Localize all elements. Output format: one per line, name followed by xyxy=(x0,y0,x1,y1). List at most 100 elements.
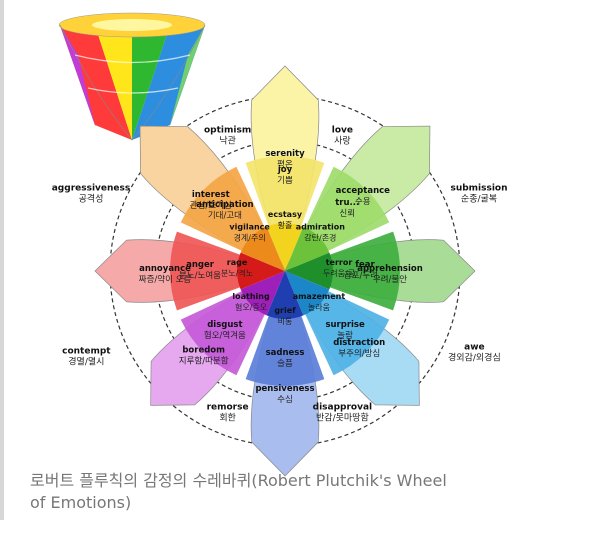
wheel-labels: serenity평온joy기쁨ecstasy황홀acceptance수용tru.… xyxy=(52,125,508,423)
label-core-green-en: terror xyxy=(326,258,353,267)
label-outer-cyan-en: distraction xyxy=(333,338,385,348)
petal-core-purple xyxy=(240,271,285,316)
label-mid-orange-en: anticipation xyxy=(196,200,253,210)
label-core-orange-en: vigilance xyxy=(229,223,270,232)
label-outer-red-en: annoyance xyxy=(139,264,191,274)
label-core-purple-ko: 혐오/증오 xyxy=(235,303,267,312)
label-mid-green: fear공포/두려... xyxy=(344,260,386,281)
dyad-label-love-ko: 사랑 xyxy=(334,134,351,146)
label-core-cyan: amazement 놀라움 xyxy=(293,292,346,312)
petal-yellow xyxy=(245,65,325,273)
label-core-green-ko: 두려움/공 xyxy=(323,268,355,278)
label-core-orange-ko: 경계/주의 xyxy=(234,233,266,243)
petal-lightgreen xyxy=(284,125,431,272)
label-mid-green-ko: 공포/두려... xyxy=(344,270,386,281)
petal-mid-cyan xyxy=(304,290,390,376)
label-mid-green-en: fear xyxy=(355,260,375,270)
label-mid-blue-en: sadness xyxy=(266,348,305,358)
label-core-blue-ko: 비통 xyxy=(278,317,293,326)
petal-core-lightgreen xyxy=(285,226,330,271)
dyad-label-awe-ko: 경외감/외경심 xyxy=(448,351,501,363)
caption-line-1: 로버트 플루칙의 감정의 수레바퀴(Robert Plutchik's Whee… xyxy=(30,471,447,490)
left-edge-divider xyxy=(0,0,4,520)
label-mid-red-ko: 분노/노여움 xyxy=(179,270,221,281)
label-mid-lightgreen-ko: 신뢰 xyxy=(339,209,355,219)
petal-core-red xyxy=(236,252,285,290)
label-mid-lightgreen-en: tru... xyxy=(335,198,359,208)
dyad-label-remorse-en: remorse xyxy=(207,403,249,413)
label-core-purple-en: loathing xyxy=(232,292,270,301)
petal-mid-red xyxy=(169,231,243,311)
petal-core-yellow xyxy=(266,223,304,271)
label-core-yellow-en: ecstasy xyxy=(268,210,303,219)
label-core-red-ko: 분노/격노 xyxy=(221,268,253,278)
label-core-blue-en: grief xyxy=(274,306,296,315)
dyad-label-optimism-en: optimism xyxy=(204,125,251,135)
petal-core-blue xyxy=(266,271,304,319)
dyad-label-awe-en: awe xyxy=(464,342,485,352)
dyad-label-aggressiveness-en: aggressiveness xyxy=(52,184,131,194)
label-mid-yellow-en: joy xyxy=(277,165,293,175)
label-mid-red-en: anger xyxy=(186,260,215,270)
label-outer-green-en: apprehension xyxy=(357,264,423,274)
label-mid-yellow-ko: 기쁨 xyxy=(277,176,293,186)
petal-mid-green xyxy=(327,231,400,311)
label-outer-yellow-ko: 평온 xyxy=(277,159,293,170)
figure-caption: 로버트 플루칙의 감정의 수레바퀴(Robert Plutchik's Whee… xyxy=(30,470,550,514)
petal-purple xyxy=(150,270,286,406)
label-outer-lightgreen-en: acceptance xyxy=(336,186,391,196)
dyad-label-contempt-en: contempt xyxy=(62,346,111,356)
petal-core-green xyxy=(285,252,333,290)
petal-core-cyan xyxy=(285,271,330,316)
caption-line-2: of Emotions) xyxy=(30,493,132,512)
dyad-label-optimism-ko: 낙관 xyxy=(219,135,236,146)
label-outer-purple-en: boredom xyxy=(182,345,225,355)
label-outer-lightgreen-ko: 수용 xyxy=(355,197,371,207)
petal-mid-orange xyxy=(180,166,266,252)
label-core-purple: loathing 혐오/증오 xyxy=(232,292,270,312)
petal-green xyxy=(283,231,476,311)
label-mid-purple-ko: 혐오/역겨움 xyxy=(204,330,246,341)
label-outer-orange-en: interest xyxy=(192,190,230,200)
dyad-label-love-en: love xyxy=(332,125,353,135)
dyad-label-disapproval-en: disapproval xyxy=(313,403,373,413)
dyad-label-contempt-ko: 경멸/멸시 xyxy=(68,355,104,367)
label-core-cyan-en: amazement xyxy=(293,292,346,301)
label-core-blue: grief 비통 xyxy=(274,306,296,326)
label-outer-purple-ko: 지루함/따분함 xyxy=(179,356,229,366)
dyad-label-submission-en: submission xyxy=(450,184,507,194)
label-core-lightgreen-ko: 감탄/존경 xyxy=(304,233,336,243)
label-outer-red-ko: 짜증/약이 오름 xyxy=(139,274,192,285)
label-outer-orange-ko: 관심/호기심 xyxy=(190,200,232,211)
petal-core-orange xyxy=(240,226,285,271)
label-core-yellow-ko: 황홀 xyxy=(278,220,293,230)
label-core-red-en: rage xyxy=(227,258,248,267)
label-core-cyan-ko: 놀라움 xyxy=(308,303,330,312)
label-outer-cyan-ko: 부주의/방심 xyxy=(338,348,380,359)
petal-mid-purple xyxy=(180,290,266,376)
petal-blue xyxy=(245,269,325,477)
label-mid-cyan-en: surprise xyxy=(325,320,365,330)
label-outer-blue-ko: 수심 xyxy=(277,394,293,405)
